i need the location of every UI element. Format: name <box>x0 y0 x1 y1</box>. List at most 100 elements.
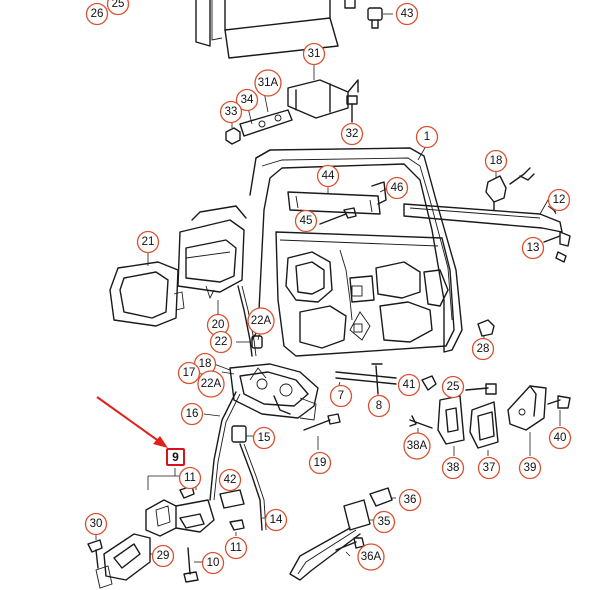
highlighted-part-9-text: 9 <box>172 450 179 464</box>
callout-c30: 30 <box>84 512 108 536</box>
callout-label: 46 <box>391 182 404 194</box>
callout-label: 39 <box>524 462 537 474</box>
callout-circle <box>106 0 130 16</box>
bolt-10 <box>183 547 202 583</box>
callout-c36: 36 <box>398 488 422 512</box>
callout-c8: 8 <box>367 394 391 418</box>
callout-circle <box>218 468 242 492</box>
callout-c17: 17 <box>177 361 201 385</box>
callout-label: 38A <box>407 440 428 452</box>
callout-circle <box>403 432 431 460</box>
callout-circle <box>254 69 282 97</box>
callout-label: 28 <box>477 343 490 355</box>
callout-circle <box>264 508 288 532</box>
callout-circle <box>136 230 160 254</box>
callout-label: 22A <box>201 378 222 390</box>
callout-label: 37 <box>483 462 496 474</box>
callout-c31a: 31A <box>254 69 282 97</box>
callout-circle <box>441 375 465 399</box>
callout-c39: 39 <box>518 456 542 480</box>
callout-c37: 37 <box>477 456 501 480</box>
plate-37 <box>469 401 499 456</box>
lock-mechanism <box>213 363 319 421</box>
callout-c19: 19 <box>308 451 332 475</box>
highlighted-part-9-label: 9 <box>166 448 185 466</box>
callout-label: 36A <box>361 551 382 563</box>
callout-c45: 45 <box>294 209 318 233</box>
bolt-32 <box>346 95 358 123</box>
callout-circle <box>329 384 353 408</box>
bolt-40 <box>547 395 571 426</box>
callout-c31: 31 <box>302 42 326 66</box>
callout-c32: 32 <box>340 122 364 146</box>
check-strap-35 <box>289 487 396 581</box>
callout-label: 22 <box>215 336 228 348</box>
callout-c41: 41 <box>397 373 421 397</box>
callout-circle <box>180 402 204 426</box>
callout-label: 40 <box>554 432 567 444</box>
callout-c11b: 11 <box>224 536 248 560</box>
callout-label: 45 <box>300 215 313 227</box>
callout-circle <box>357 543 385 571</box>
callout-c18: 18 <box>193 352 217 376</box>
callout-circle <box>235 88 259 112</box>
callout-c1: 1 <box>415 125 439 149</box>
callout-circle <box>178 466 202 490</box>
callout-label: 25 <box>112 0 125 10</box>
callout-circle <box>441 456 465 480</box>
bracket-39 <box>507 385 547 456</box>
callout-circle <box>484 149 508 173</box>
rail-12 <box>403 199 563 233</box>
callout-c14: 14 <box>264 508 288 532</box>
callout-label: 25 <box>447 381 460 393</box>
callout-c40: 40 <box>548 426 572 450</box>
callout-c42: 42 <box>218 468 242 492</box>
callout-label: 43 <box>401 8 414 20</box>
bolt-41 <box>421 375 437 391</box>
callout-label: 34 <box>241 94 254 106</box>
callout-label: 16 <box>186 408 199 420</box>
callout-label: 31A <box>258 77 279 89</box>
handle-21 <box>109 252 185 327</box>
bolt-25 <box>465 383 497 395</box>
callout-circle <box>385 176 409 200</box>
callout-circle <box>219 100 243 124</box>
door-frame <box>249 145 463 357</box>
callout-circle <box>247 307 275 335</box>
clip-15 <box>231 425 254 443</box>
callout-label: 10 <box>207 557 220 569</box>
callout-c10: 10 <box>201 551 225 575</box>
callout-circle <box>372 510 396 534</box>
callout-label: 36 <box>404 494 417 506</box>
callout-circle <box>84 512 108 536</box>
nut-33 <box>225 121 241 145</box>
callout-label: 15 <box>258 432 271 444</box>
callout-c26: 26 <box>85 2 109 26</box>
lock-cylinder-18 <box>485 167 535 211</box>
callout-c38a: 38A <box>403 432 431 460</box>
callout-circle <box>340 122 364 146</box>
top-trim-strips <box>195 0 356 59</box>
callout-label: 1 <box>424 131 430 143</box>
callout-circle <box>302 42 326 66</box>
callout-circle <box>85 2 109 26</box>
callout-label: 29 <box>157 550 170 562</box>
callout-label: 7 <box>338 390 344 402</box>
callout-label: 13 <box>527 242 540 254</box>
callout-c15: 15 <box>252 426 276 450</box>
callout-label: 30 <box>90 518 103 530</box>
callout-circle <box>367 394 391 418</box>
callout-c22: 22 <box>209 330 233 354</box>
callout-c22a: 22A <box>247 307 275 335</box>
callout-circle <box>209 330 233 354</box>
callout-circle <box>151 544 175 568</box>
latch-29 <box>95 533 156 589</box>
callout-label: 8 <box>376 400 382 412</box>
callout-label: 19 <box>314 457 327 469</box>
arrow-shaft <box>96 396 161 443</box>
screw-45 <box>319 207 357 225</box>
reinforcement-44 <box>287 181 389 215</box>
